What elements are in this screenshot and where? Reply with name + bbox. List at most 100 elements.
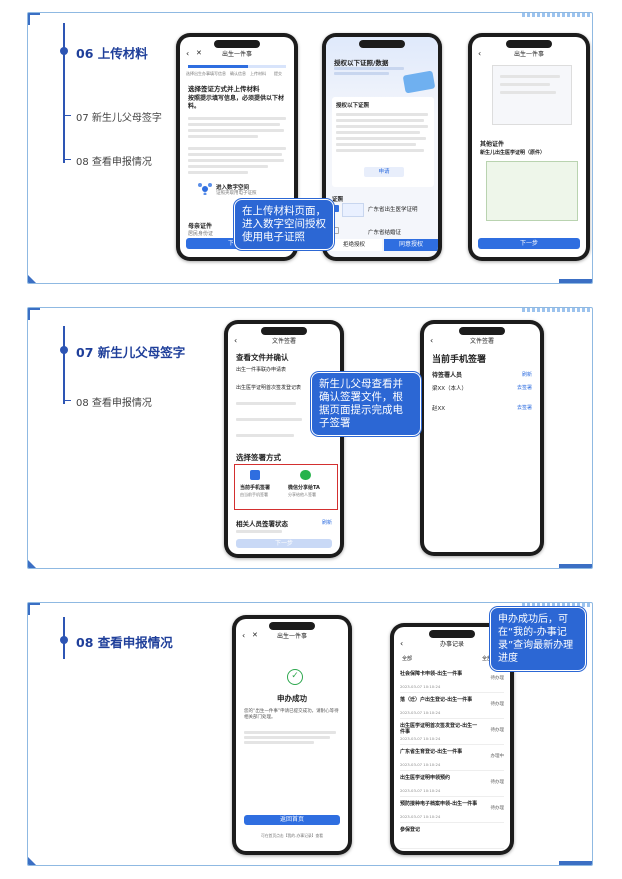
phone-sign-icon[interactable] xyxy=(250,470,260,480)
back-icon[interactable]: ‹ xyxy=(430,336,434,345)
progress-step-5: 提交 xyxy=(274,71,282,76)
sign-button-1[interactable]: 去签署 xyxy=(516,385,532,391)
record-row[interactable]: 预防接种电子档案申领-出生一件事 2023-03-07 10:10:24 待办理 xyxy=(400,799,504,823)
birth-cert-image xyxy=(486,161,578,221)
nav-title: 文件签署 xyxy=(271,338,296,345)
mother-cert-label: 母亲证件 xyxy=(188,223,213,230)
back-icon[interactable]: ‹ xyxy=(234,336,238,345)
other-cert-label: 其他证件 xyxy=(480,141,505,148)
digital-space-icon[interactable] xyxy=(198,183,212,196)
refresh-link[interactable]: 刷新 xyxy=(321,520,332,526)
record-title: 广东省生育登记-出生一件事 xyxy=(400,749,463,755)
record-row[interactable]: 广东省生育登记-出生一件事 2023-03-07 10:10:24 办理中 xyxy=(400,747,504,771)
authorize-sub: 授权以下证照 xyxy=(336,103,370,109)
sign-status-heading: 相关人员签署状态 xyxy=(236,520,288,528)
record-title: 社会保障卡申领-出生一件事 xyxy=(400,671,463,677)
record-date: 2023-03-07 10:10:24 xyxy=(400,762,441,767)
success-desc: 您的“出生一件事”申请已提交成功，请耐心等待相关部门处理。 xyxy=(244,709,339,720)
wechat-icon[interactable] xyxy=(300,470,311,480)
step-08-active: 08 查看申报情况 xyxy=(76,635,173,650)
digital-space-link[interactable]: 进入数字空间 xyxy=(216,185,250,191)
nav-title: 办事记录 xyxy=(439,641,464,648)
phone-upload-done: ‹ 出生一件事 其他证件 新生儿出生医学证明（原件） 下一步 xyxy=(468,33,590,261)
record-title: 落（迁）户出生登记-出生一件事 xyxy=(400,697,473,703)
section-upload-materials: 06 上传材料 07 新生儿父母签字 08 查看申报情况 ‹✕出生一件事 选择出… xyxy=(27,12,593,284)
record-row[interactable]: 参保登记 xyxy=(400,825,504,849)
nav-title: 文件签署 xyxy=(469,338,494,345)
success-title: 申办成功 xyxy=(277,694,307,703)
back-icon[interactable]: ‹ xyxy=(478,49,482,58)
next-button-disabled[interactable]: 下一步 xyxy=(236,539,332,548)
nav-title: 出生一件事 xyxy=(221,51,252,58)
sign-option-wechat-sub: 分享给他人签署 xyxy=(288,492,316,497)
cert2-name: 广东省结婚证 xyxy=(368,230,402,236)
record-date: 2023-03-07 10:10:24 xyxy=(400,814,441,819)
record-status: 待办理 xyxy=(490,780,505,785)
record-title: 参保登记 xyxy=(400,827,421,833)
record-title: 出生医学证明首次签发登记-出生一件事 xyxy=(400,723,478,735)
phone-authorize: 授权以下证照/数据 授权以下证照 申请 证照 广东省出生医学证明 广东省结婚证 … xyxy=(322,33,442,261)
record-row[interactable]: 出生医学证明申领预约 2023-03-07 10:10:24 待办理 xyxy=(400,773,504,797)
filter-type[interactable]: 全部 xyxy=(402,656,413,662)
record-row[interactable]: 落（迁）户出生登记-出生一件事 2023-03-07 10:10:24 待办理 xyxy=(400,695,504,719)
sign-option-phone[interactable]: 当前手机签署 xyxy=(240,485,271,491)
sign-method-heading: 选择签署方式 xyxy=(236,453,281,462)
progress-step-2: 填写信息 xyxy=(210,71,226,76)
section-parent-sign: 07 新生儿父母签字 08 查看申报情况 ‹文件签署 查看文件并确认 出生一件事… xyxy=(27,307,593,569)
upload-instruction: 按照提示填写信息，必须提供以下材料。 xyxy=(188,95,285,110)
record-status: 待办理 xyxy=(490,702,505,707)
sign-option-phone-sub: 由当前手机签署 xyxy=(240,492,268,497)
record-title: 预防接种电子档案申领-出生一件事 xyxy=(400,801,478,807)
signer-2: 赵XX xyxy=(432,406,446,412)
nav-title: 出生一件事 xyxy=(513,51,544,58)
next-button[interactable]: 下一步 xyxy=(478,238,580,249)
agree-button[interactable]: 同意授权 xyxy=(384,239,438,251)
step-08[interactable]: 08 查看申报情况 xyxy=(76,157,152,168)
progress-step-4: 上传材料 xyxy=(250,71,266,76)
success-footer: 可在首页点击【我的-办事记录】查看 xyxy=(260,833,324,838)
apply-button[interactable]: 申请 xyxy=(364,167,404,177)
record-date: 2023-03-07 10:10:24 xyxy=(400,684,441,689)
callout-upload: 在上传材料页面，进入数字空间授权使用电子证照 xyxy=(234,199,334,250)
cert-name: 广东省出生医学证明 xyxy=(368,207,418,213)
callout-records: 申办成功后，可在“我的-办事记录”查询最新办理进度 xyxy=(490,607,586,671)
record-date: 2023-03-07 10:10:24 xyxy=(400,710,441,715)
sign-button-2[interactable]: 去签署 xyxy=(516,405,532,411)
sign-option-wechat[interactable]: 微信分享给TA xyxy=(288,485,320,491)
progress-step-3: 确认信息 xyxy=(230,71,246,76)
record-status: 待办理 xyxy=(490,806,505,811)
close-icon[interactable]: ✕ xyxy=(252,631,258,639)
return-home-button[interactable]: 返回首页 xyxy=(244,815,340,825)
refresh-link[interactable]: 刷新 xyxy=(521,372,532,378)
success-check-icon: ✓ xyxy=(287,669,303,685)
step-07[interactable]: 07 新生儿父母签字 xyxy=(76,113,162,124)
cert-checkbox[interactable] xyxy=(332,205,339,212)
upload-heading: 选择签证方式并上传材料 xyxy=(188,85,260,93)
record-title: 出生医学证明申领预约 xyxy=(400,775,451,781)
current-sign-heading: 当前手机签署 xyxy=(432,355,487,365)
uploaded-doc-preview xyxy=(492,65,572,125)
progress-step-1: 选择出生办事 xyxy=(186,71,210,76)
back-icon[interactable]: ‹ xyxy=(242,631,246,640)
cert-thumbnail xyxy=(342,203,364,217)
back-icon[interactable]: ‹ xyxy=(186,49,190,58)
phone-success: ‹ ✕ 出生一件事 ✓ 申办成功 您的“出生一件事”申请已提交成功，请耐心等待相关部… xyxy=(232,615,352,855)
record-status: 办理中 xyxy=(490,754,505,759)
pending-signers-label: 待签署人员 xyxy=(432,372,463,379)
doc-item-1[interactable]: 出生一件事联办申请表 xyxy=(236,367,287,373)
record-date: 2023-03-07 10:10:24 xyxy=(400,788,441,793)
step-08[interactable]: 08 查看申报情况 xyxy=(76,398,152,409)
back-icon[interactable]: ‹ xyxy=(400,639,404,648)
other-cert-item: 新生儿出生医学证明（原件） xyxy=(480,150,546,156)
record-date: 2023-03-07 10:10:24 xyxy=(400,736,441,741)
phone-sign-docs: ‹文件签署 查看文件并确认 出生一件事联办申请表 出生医学证明首次签发登记表 选… xyxy=(224,320,344,558)
close-icon[interactable]: ✕ xyxy=(196,49,202,57)
nav-title: 出生一件事 xyxy=(276,633,307,640)
cert-label: 证照 xyxy=(332,197,344,203)
step-07-active: 07 新生儿父母签字 xyxy=(76,345,186,360)
doc-item-2[interactable]: 出生医学证明首次签发登记表 xyxy=(236,385,302,391)
section-check-status: 08 查看申报情况 ‹ ✕ 出生一件事 ✓ 申办成功 您的“出生一件事”申请已提交成… xyxy=(27,602,593,866)
deny-button[interactable]: 拒绝授权 xyxy=(326,239,382,251)
